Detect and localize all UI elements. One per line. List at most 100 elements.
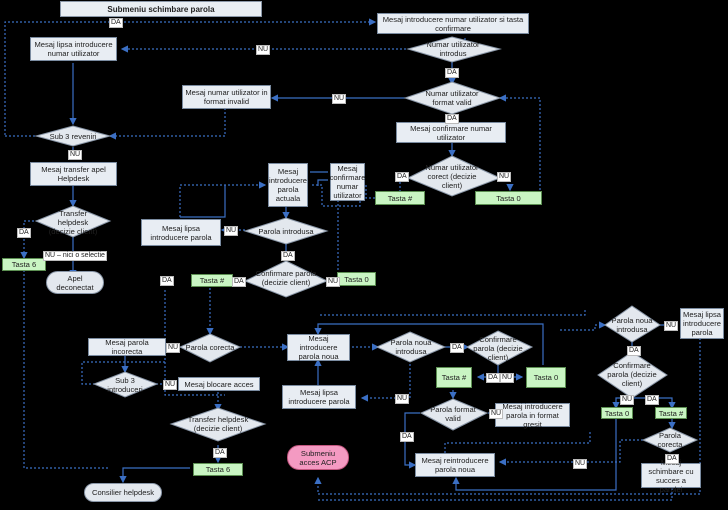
diamond-transfer-2 <box>169 407 267 442</box>
edge-label-da: DA <box>627 346 641 356</box>
dec-transfer-helpdesk-1: Transfer helpdesk (decizie client) <box>48 208 98 236</box>
edge-label-da: DA <box>450 343 464 353</box>
msg-format-invalid: Mesaj numar utilizator in format invalid <box>182 85 271 109</box>
dec-sub3-introduceri: Sub 3 introduceri <box>107 376 143 394</box>
diamond-user-introdus <box>406 36 502 63</box>
key-hash-3: Tasta # <box>436 367 472 388</box>
diamond-sub3-introduceri <box>92 371 159 398</box>
key-hash-2: Tasta # <box>191 274 233 287</box>
edge-label-da: DA <box>645 395 659 405</box>
key-0-2: Tasta 0 <box>337 272 376 286</box>
edge-label-nu: NU <box>326 277 341 287</box>
edge-label-da: DA <box>400 432 414 442</box>
msg-confirm-user: Mesaj confirmare numar utilizator <box>396 122 506 143</box>
dec-parola-introdusa: Parola introdusa <box>258 226 314 236</box>
key-6-2: Tasta 6 <box>193 463 243 476</box>
diamond-parola-noua-1 <box>375 331 447 363</box>
msg-parola-format-gresit: Mesaj introducere parola in format gresi… <box>495 402 570 429</box>
diamond-user-corect <box>406 155 502 197</box>
msg-blocare-acces: Mesaj blocare acces <box>178 377 260 391</box>
edge-label-nu: NU <box>664 321 679 331</box>
msg-confirm-user-2: Mesaj confirmare numar utilizator <box>329 163 366 201</box>
connector <box>20 220 38 260</box>
dec-parola-noua-2: Parola noua introdusa <box>611 316 653 334</box>
connector <box>119 467 190 484</box>
connector <box>314 338 701 495</box>
diamond-parola-corecta-1 <box>178 333 242 363</box>
edge-label-nu-nici-o-selectie: NU – nici o selectie <box>43 251 107 261</box>
msg-transfer-helpdesk: Mesaj transfer apel Helpdesk <box>30 162 117 186</box>
diamond-parola-noua-2 <box>604 305 661 343</box>
connector <box>452 418 617 491</box>
diamond-confirm-1 <box>243 260 329 298</box>
edge-label-nu: NU <box>166 343 181 353</box>
edge-label-nu: NU <box>620 395 635 405</box>
edge-label-nu: NU <box>489 409 504 419</box>
edge-label-da: DA <box>109 18 123 28</box>
connector <box>23 270 110 469</box>
connector <box>498 439 643 466</box>
connector <box>180 185 226 218</box>
key-0-3: Tasta 0 <box>526 367 566 388</box>
msg-schimbare-succes: Mesaj schimbare cu succes a parolei <box>641 458 701 494</box>
term-consilier-helpdesk: Consilier helpdesk <box>84 483 162 502</box>
edge-label-nu: NU <box>163 380 178 390</box>
dec-format-valid: Numar utilizator format valid <box>425 89 479 107</box>
term-submeniu-acp: Submeniu acces ACP <box>287 445 349 470</box>
connector <box>318 488 673 501</box>
dec-parola-format-valid: Parola format valid <box>430 405 476 423</box>
msg-lipsa-parola-1: Mesaj lipsa introducere parola <box>141 219 221 246</box>
key-hash-4: Tasta # <box>655 407 687 419</box>
connector <box>444 432 591 455</box>
dec-user-corect: Numar utilizator corect (decizie client) <box>425 162 479 190</box>
msg-intro-parola: Mesaj introducere parola actuala <box>268 163 308 207</box>
diamond-confirm-2 <box>465 330 534 366</box>
diagram-title: Submeniu schimbare parola <box>60 1 262 17</box>
dec-parola-corecta-2: Parola corecta <box>657 431 683 449</box>
edge-label-da: DA <box>17 228 31 238</box>
edge-label-nu: NU <box>68 150 83 160</box>
connector <box>164 290 225 396</box>
dec-confirm-parola-2: Confirmare parola (decizie client) <box>473 334 523 362</box>
dec-confirm-parola-3: Confirmare parola (decizie client) <box>607 360 657 388</box>
dec-parola-noua-1: Parola noua introdusa <box>390 338 432 356</box>
dec-user-introdus: Numar utilizator introdus <box>426 40 480 58</box>
diamond-transfer-1 <box>34 205 112 238</box>
connector <box>365 184 375 199</box>
edge-label-nu: NU <box>500 373 515 383</box>
edge-label-nu: NU <box>224 226 239 236</box>
connector <box>498 94 541 198</box>
msg-parola-incorecta: Mesaj parola incorecta <box>88 338 166 356</box>
term-apel-deconectat: Apel deconectat <box>46 271 104 294</box>
connector <box>81 361 165 385</box>
edge-label-da: DA <box>395 172 409 182</box>
edge-label-da: DA <box>213 448 227 458</box>
connector <box>560 321 607 331</box>
edge-label-nu: NU <box>395 394 410 404</box>
msg-lipsa-parola-2: Mesaj lipsa introducere parola <box>282 385 356 409</box>
dec-confirm-parola-1: Confirmare parola (decizie client) <box>255 269 317 287</box>
edge-label-da: DA <box>445 114 459 124</box>
key-6-1: Tasta 6 <box>2 258 46 271</box>
edge-label-da: DA <box>445 68 459 78</box>
edge-label-nu: NU <box>256 45 271 55</box>
dec-transfer-helpdesk-2: Transfer helpdesk (decizie client) <box>187 415 249 433</box>
diamond-parola-introdusa <box>243 217 329 245</box>
key-hash-1: Tasta # <box>375 191 425 205</box>
msg-lipsa-user: Mesaj lipsa introducere numar utilizator <box>30 37 117 61</box>
dec-sub3-reveniri: Sub 3 reveniri <box>49 131 97 141</box>
msg-intro-parola-noua: Mesaj introducere parola noua <box>287 334 350 361</box>
key-0-4: Tasta 0 <box>601 407 633 419</box>
dec-parola-corecta-1: Parola corecta <box>185 342 235 352</box>
edge-label-da: DA <box>281 251 295 261</box>
key-0-1: Tasta 0 <box>475 191 542 205</box>
edge-label-da: DA <box>232 277 246 287</box>
diamond-parola-corecta-2 <box>641 427 699 453</box>
connector <box>179 181 267 217</box>
connector <box>4 18 377 135</box>
edge-label-da: DA <box>665 454 679 464</box>
edge-label-nu: NU <box>497 172 512 182</box>
connector <box>320 310 586 316</box>
msg-intro-user: Mesaj introducere numar utilizator si ta… <box>377 13 529 34</box>
